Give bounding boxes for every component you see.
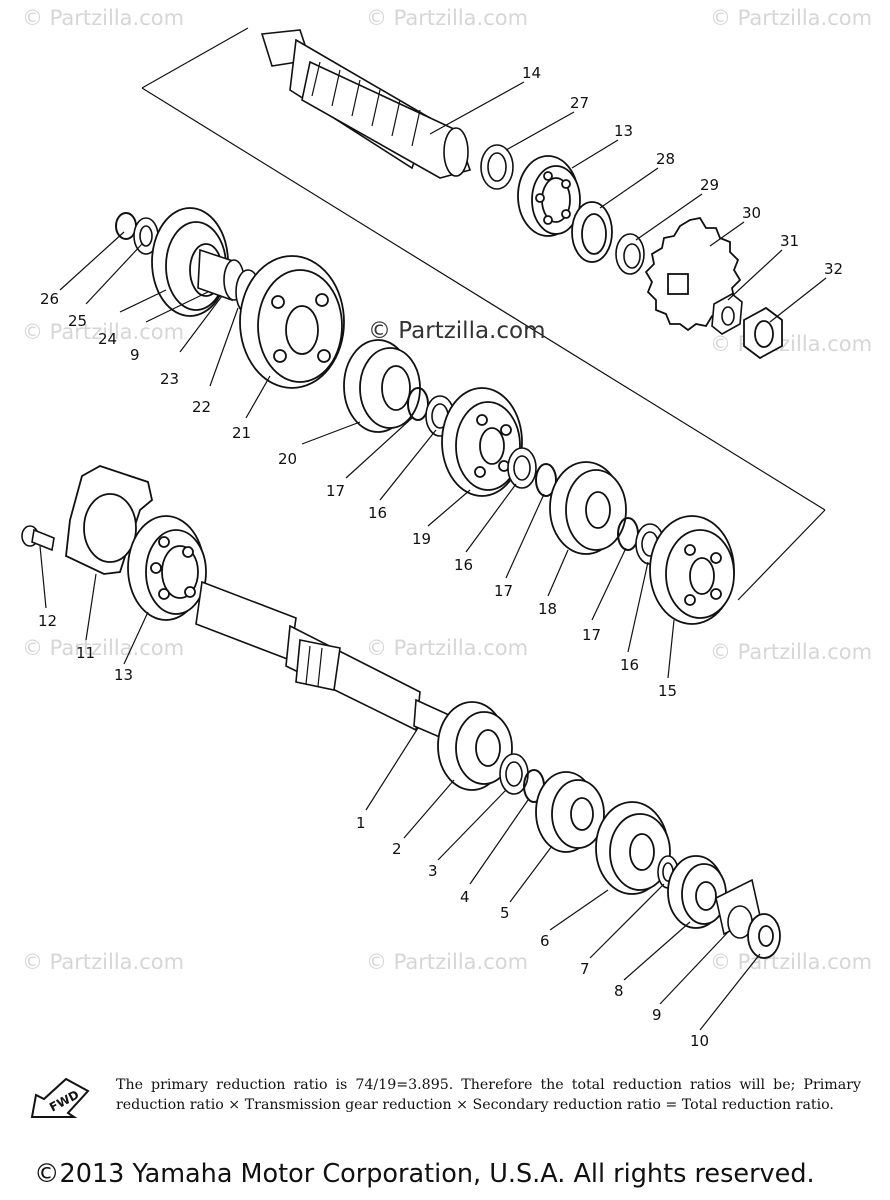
callout-26: 26 bbox=[40, 290, 59, 308]
callout-20: 20 bbox=[278, 450, 297, 468]
callout-28: 28 bbox=[656, 150, 675, 168]
callout-5: 5 bbox=[500, 904, 510, 922]
callout-21: 21 bbox=[232, 424, 251, 442]
callout-13: 13 bbox=[614, 122, 633, 140]
gear-20 bbox=[343, 339, 421, 433]
callout-1: 1 bbox=[356, 814, 366, 832]
gear-2 bbox=[437, 701, 513, 791]
callout-7: 7 bbox=[580, 960, 590, 978]
callout-15: 15 bbox=[658, 682, 677, 700]
washer-25 bbox=[133, 217, 159, 255]
circlip-17b bbox=[535, 463, 557, 497]
callout-12: 12 bbox=[38, 612, 57, 630]
callout-4: 4 bbox=[460, 888, 470, 906]
callout-9-upper: 9 bbox=[130, 346, 140, 364]
watermark: © Partzilla.com bbox=[22, 320, 185, 344]
washer-3 bbox=[499, 753, 529, 795]
collar-29 bbox=[615, 233, 645, 275]
callout-8: 8 bbox=[614, 982, 624, 1000]
leader-lines bbox=[39, 81, 827, 1031]
washer-27 bbox=[480, 144, 514, 190]
center-watermark: © Partzilla.com bbox=[368, 318, 546, 344]
gear-5 bbox=[535, 771, 605, 853]
bearing-13-lower bbox=[127, 515, 207, 621]
oil-seal-28 bbox=[571, 201, 613, 263]
gear-18 bbox=[549, 461, 627, 555]
callout-24: 24 bbox=[98, 330, 117, 348]
gear-21 bbox=[239, 255, 345, 389]
watermark: © Partzilla.com bbox=[366, 950, 529, 974]
watermark: © Partzilla.com bbox=[22, 636, 185, 660]
callout-22: 22 bbox=[192, 398, 211, 416]
washer-10 bbox=[747, 913, 781, 959]
callout-29: 29 bbox=[700, 176, 719, 194]
callout-10: 10 bbox=[690, 1032, 709, 1050]
watermark: © Partzilla.com bbox=[710, 640, 873, 664]
lock-washer-31 bbox=[711, 293, 743, 335]
main-axle bbox=[260, 29, 472, 179]
washer-16b bbox=[507, 447, 537, 489]
watermark: © Partzilla.com bbox=[22, 950, 185, 974]
callout-17b: 17 bbox=[494, 582, 513, 600]
callout-16a: 16 bbox=[368, 504, 387, 522]
callout-11: 11 bbox=[76, 644, 95, 662]
callout-labels: 14 27 13 28 29 30 31 32 26 25 24 9 23 22… bbox=[38, 64, 843, 1050]
boundary-lines bbox=[141, 27, 826, 601]
callout-32: 32 bbox=[824, 260, 843, 278]
callout-17a: 17 bbox=[326, 482, 345, 500]
callout-14: 14 bbox=[522, 64, 541, 82]
callout-30: 30 bbox=[742, 204, 761, 222]
callout-19: 19 bbox=[412, 530, 431, 548]
watermark: © Partzilla.com bbox=[710, 6, 873, 30]
callout-17c: 17 bbox=[582, 626, 601, 644]
callout-2: 2 bbox=[392, 840, 402, 858]
callout-16b: 16 bbox=[454, 556, 473, 574]
watermark: © Partzilla.com bbox=[710, 332, 873, 356]
callout-23: 23 bbox=[160, 370, 179, 388]
callout-3: 3 bbox=[428, 862, 438, 880]
callout-18: 18 bbox=[538, 600, 557, 618]
watermark: © Partzilla.com bbox=[366, 636, 529, 660]
gear-6 bbox=[595, 801, 671, 895]
callout-6: 6 bbox=[540, 932, 550, 950]
gear-8 bbox=[667, 855, 727, 929]
reduction-ratio-note: The primary reduction ratio is 74/19=3.8… bbox=[116, 1077, 861, 1113]
callout-16c: 16 bbox=[620, 656, 639, 674]
copyright: ©2013 Yamaha Motor Corporation, U.S.A. A… bbox=[34, 1159, 815, 1189]
callout-13-lower: 13 bbox=[114, 666, 133, 684]
callout-9-lower: 9 bbox=[652, 1006, 662, 1024]
watermark: © Partzilla.com bbox=[710, 950, 873, 974]
drive-axle-1 bbox=[195, 580, 461, 746]
gear-15 bbox=[649, 515, 735, 625]
circlip-26 bbox=[115, 212, 137, 240]
bearing-plate-11 bbox=[65, 465, 153, 575]
fwd-arrow-icon: FWD bbox=[30, 1077, 90, 1118]
callout-27: 27 bbox=[570, 94, 589, 112]
nut-32 bbox=[743, 306, 783, 360]
callout-31: 31 bbox=[780, 232, 799, 250]
screw-12 bbox=[21, 525, 55, 552]
watermark: © Partzilla.com bbox=[366, 6, 529, 30]
bush-9 bbox=[715, 878, 761, 939]
bearing-13-upper bbox=[517, 155, 581, 237]
callout-25: 25 bbox=[68, 312, 87, 330]
watermark: © Partzilla.com bbox=[22, 6, 185, 30]
gear-19 bbox=[441, 387, 523, 497]
